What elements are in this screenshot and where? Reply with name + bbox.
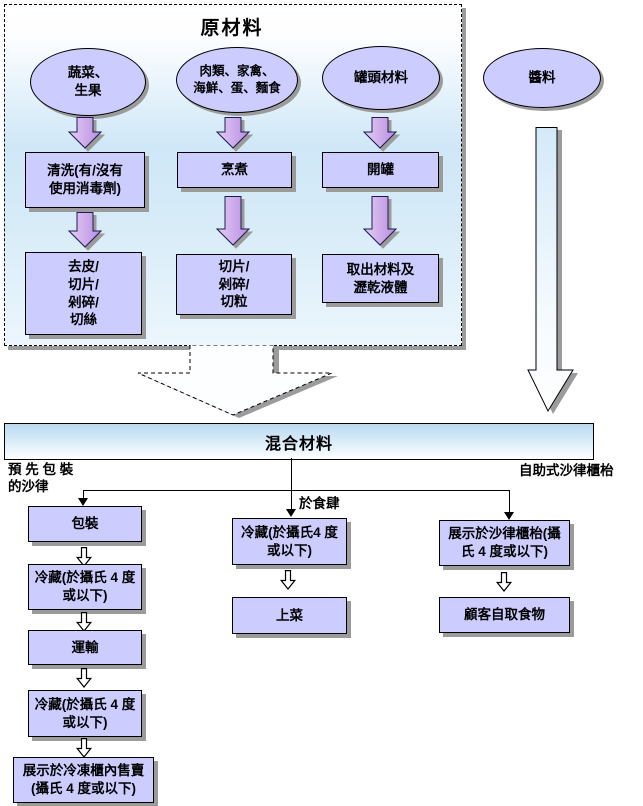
box-display-freezer-sale: 展示於冷凍櫃內售賣 (攝氏 4 度或以下) <box>13 757 154 803</box>
label-self-service-counter: 自助式沙律櫃枱 <box>519 463 614 478</box>
box-cooking: 烹煮 <box>177 152 292 188</box>
mixing-bar: 混合材料 <box>4 423 594 460</box>
box-transport: 運輸 <box>28 630 142 665</box>
down-arrow-icon <box>216 196 250 246</box>
arrowhead-icon <box>504 512 514 520</box>
sauce-flow-arrow-icon <box>527 127 578 414</box>
connector-line <box>291 458 292 510</box>
hollow-down-arrow-icon <box>75 612 93 632</box>
hollow-down-arrow-icon <box>279 570 297 590</box>
arrowhead-icon <box>78 498 88 506</box>
box-serve-food: 上菜 <box>232 597 347 634</box>
box-refrigerate-2: 冷藏(於攝氏 4 度 或以下) <box>28 690 142 737</box>
box-peel-slice-chop-shred: 去皮/ 切片/ 剁碎/ 切絲 <box>25 252 142 335</box>
connector-line <box>509 490 510 513</box>
box-refrigerate-restaurant: 冷藏(於攝氏4 度 或以下) <box>232 518 347 565</box>
box-washing: 清洗(有/沒有 使用消毒劑) <box>25 152 145 208</box>
box-remove-drain: 取出材料及 瀝乾液體 <box>322 254 439 303</box>
hollow-down-arrow-icon <box>495 572 513 592</box>
ellipse-canned-materials: 罐頭材料 <box>322 46 440 110</box>
label-at-restaurants: 於食肆 <box>299 496 340 511</box>
down-arrow-icon <box>68 117 102 149</box>
hollow-down-arrow-icon <box>75 738 93 758</box>
connector-line <box>83 490 510 491</box>
hollow-down-arrow-icon <box>75 668 93 688</box>
box-packaging: 包裝 <box>28 506 142 542</box>
down-arrow-icon <box>363 117 397 149</box>
down-arrow-icon <box>216 117 250 149</box>
connector-line <box>83 490 84 500</box>
ellipse-sauce: 醬料 <box>483 48 601 108</box>
raw-materials-title: 原材料 <box>200 18 264 39</box>
box-open-can: 開罐 <box>322 152 439 188</box>
label-prepackaged-salad: 預 先 包 裝 的沙律 <box>8 462 74 494</box>
box-customer-self-pickup: 顧客自取食物 <box>439 597 570 633</box>
box-refrigerate-1: 冷藏(於攝氏 4 度 或以下) <box>28 564 142 610</box>
down-arrow-icon <box>68 212 102 248</box>
hollow-down-arrow-icon <box>75 547 93 567</box>
ellipse-vegetables-fruits: 蔬菜、 生果 <box>30 48 146 116</box>
arrowhead-icon <box>286 509 296 517</box>
box-slice-chop-dice: 切片/ 剁碎/ 切粒 <box>176 254 292 315</box>
big-down-arrow-icon <box>137 345 338 418</box>
down-arrow-icon <box>363 196 397 246</box>
ellipse-meat-poultry-seafood: 肉類、家禽、 海鮮、蛋、麵食 <box>176 47 298 113</box>
box-display-salad-counter: 展示於沙律櫃枱(攝 氏 4 度或以下) <box>439 520 570 566</box>
